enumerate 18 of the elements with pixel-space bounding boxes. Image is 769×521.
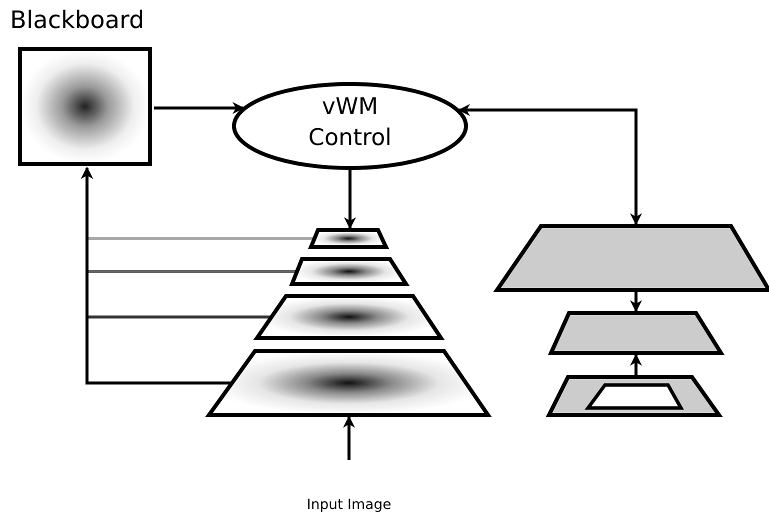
- arrow: [630, 354, 642, 375]
- arrow: [630, 292, 642, 312]
- node-label: vWM Control: [307, 93, 393, 153]
- feature-map-layer: [495, 224, 769, 292]
- pyramid-level: [309, 228, 388, 249]
- pyramid-level: [207, 349, 490, 417]
- arrow: [81, 166, 231, 384]
- node-title: Blackboard: [10, 6, 144, 34]
- arrow: [154, 102, 244, 114]
- arrow: [343, 416, 355, 460]
- pyramid-level: [255, 294, 443, 340]
- feature-map-layer: [547, 375, 721, 417]
- feature-map-layer: [549, 311, 723, 355]
- control-ellipse: [232, 82, 468, 170]
- input-label: Input Image: [306, 497, 392, 513]
- arrow: [458, 104, 642, 226]
- pyramid-level: [290, 257, 408, 286]
- arrow: [344, 170, 356, 230]
